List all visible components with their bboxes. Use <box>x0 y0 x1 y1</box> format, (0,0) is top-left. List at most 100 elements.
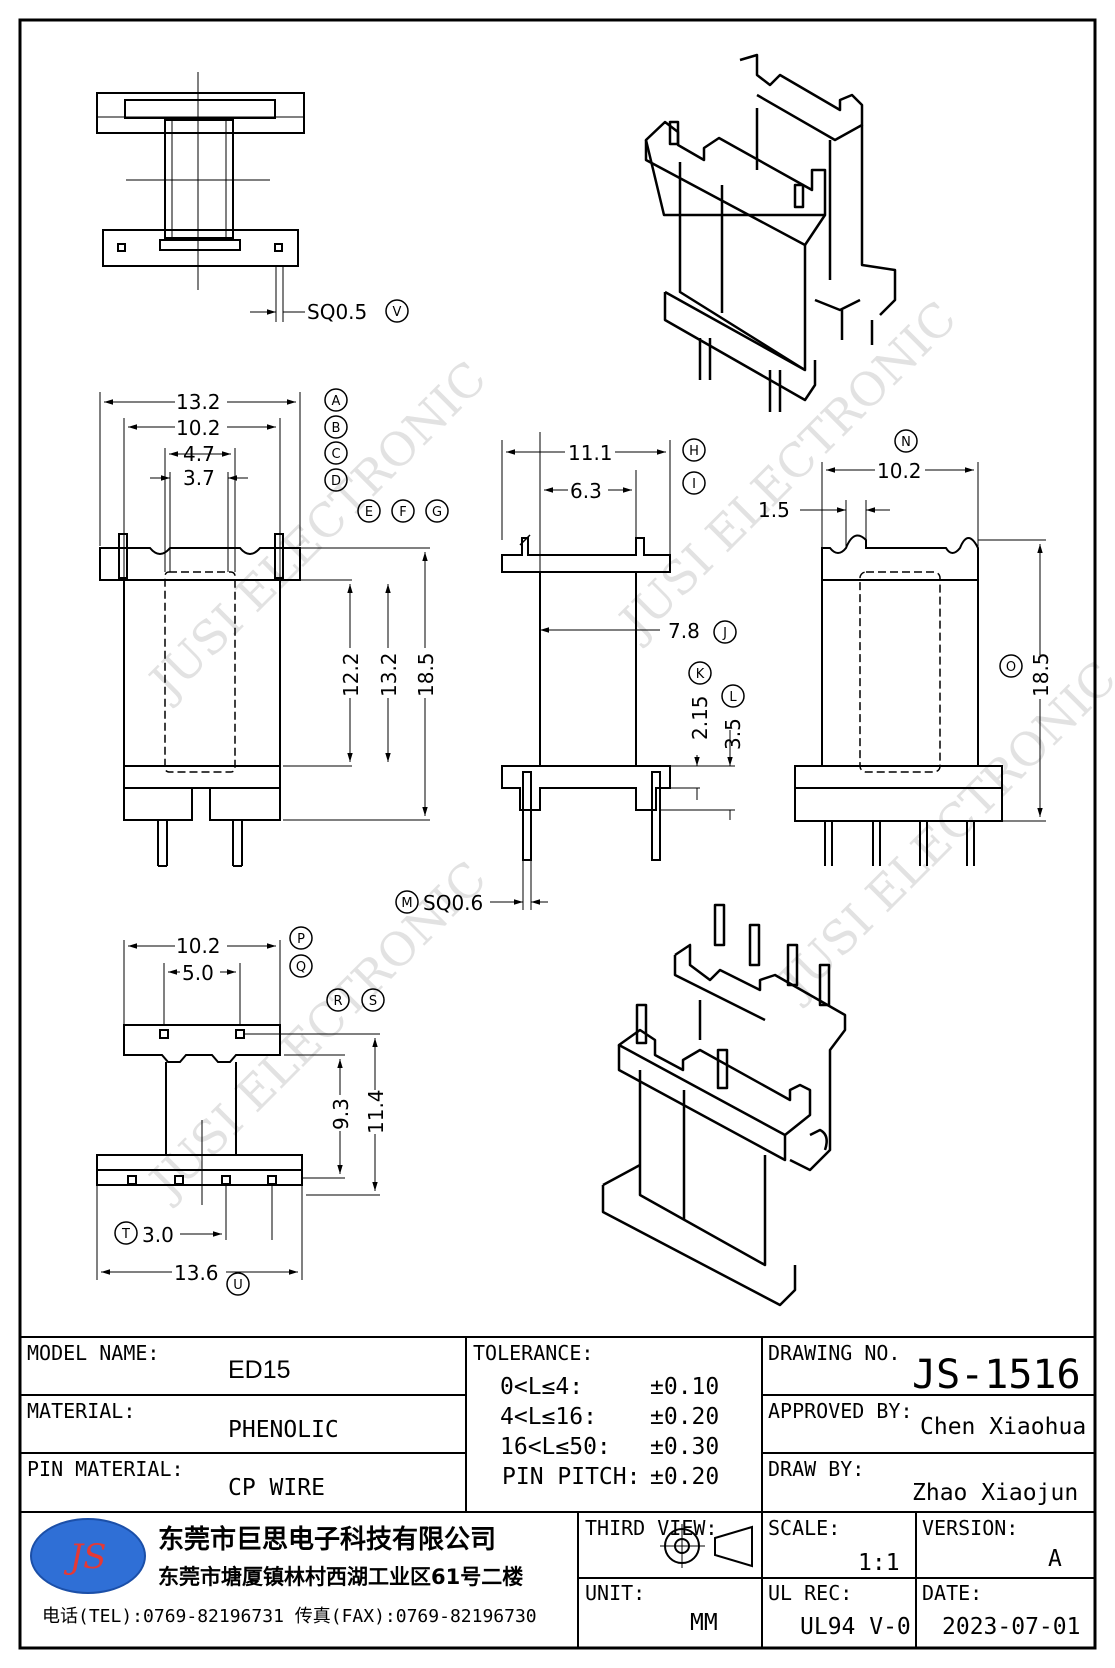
tag-label: P <box>297 932 305 947</box>
third-view-text: THIRD VIEW: <box>585 1516 717 1540</box>
top-view <box>96 72 305 322</box>
tag-label: E <box>365 505 373 520</box>
dim-side-flange: 2.15 <box>688 695 712 740</box>
tolerance-range: 4<L≤16: <box>500 1404 597 1430</box>
tag-label: H <box>689 444 699 459</box>
tag-label: O <box>1006 660 1016 675</box>
right-dimensions: 10.2 1.5 18.5 <box>758 459 1053 699</box>
sheet-border <box>18 18 1097 1650</box>
watermark-text: JUSI ELECTRONIC <box>767 651 1115 1011</box>
tolerance-value: ±0.20 <box>650 1464 719 1490</box>
material-value: PHENOLIC <box>228 1417 339 1443</box>
tolerance-range: 16<L≤50: <box>500 1434 611 1460</box>
tolerance-value: ±0.10 <box>650 1374 719 1400</box>
company-address: 东莞市塘厦镇林村西湖工业区61号二楼 <box>158 1565 523 1589</box>
ul-value: UL94 V-0 <box>800 1614 911 1640</box>
dim-front-width-core: 10.2 <box>176 416 221 440</box>
tag-label: A <box>332 394 341 409</box>
drawing-number: JS-1516 <box>912 1352 1081 1398</box>
scale-value: 1:1 <box>858 1550 900 1576</box>
tag-label: D <box>331 474 341 489</box>
company-logo: JS <box>30 1518 146 1594</box>
tag-label: L <box>729 690 737 705</box>
right-view <box>794 462 1046 866</box>
front-tags <box>324 388 449 523</box>
model-label: MODEL NAME: <box>27 1341 159 1365</box>
unit-label: UNIT: <box>585 1581 645 1605</box>
tolerance-value: ±0.20 <box>650 1404 719 1430</box>
date-value: 2023-07-01 <box>942 1614 1080 1640</box>
tag-label: U <box>233 1278 243 1293</box>
dim-sq-top: SQ0.5 <box>307 300 367 324</box>
scale-label: SCALE: <box>768 1516 840 1540</box>
tolerance-label: TOLERANCE: <box>473 1341 593 1365</box>
bottom-view <box>96 940 380 1280</box>
dim-front-height-window: 12.2 <box>339 652 363 697</box>
dim-side-core-depth: 7.8 <box>668 619 700 643</box>
tag-label: T <box>121 1227 130 1242</box>
tag-label: B <box>332 421 341 436</box>
tag-label: C <box>331 447 340 462</box>
version-label: VERSION: <box>922 1516 1018 1540</box>
tag-label: G <box>432 505 442 520</box>
tag-circle <box>385 299 409 323</box>
front-view <box>99 392 430 867</box>
front-dimensions: 13.2 10.2 4.7 3.7 12.2 13.2 18.5 <box>175 390 438 698</box>
dim-bottom-total: 13.6 <box>174 1261 219 1285</box>
company-name: 东莞市巨思电子科技有限公司 <box>158 1524 496 1555</box>
dim-front-height-total: 18.5 <box>414 652 438 697</box>
draw-by: Zhao Xiaojun <box>912 1480 1078 1506</box>
tolerance-range: 0<L≤4: <box>500 1374 583 1400</box>
dim-side-base: 3.5 <box>721 718 745 750</box>
tolerance-range: PIN PITCH: <box>502 1464 640 1490</box>
third-angle-projection-icon <box>660 1524 753 1568</box>
dim-front-width-center: 3.7 <box>183 466 215 490</box>
tag-label: S <box>369 994 377 1009</box>
dim-right-slot: 1.5 <box>758 498 790 522</box>
date-label: DATE: <box>922 1581 982 1605</box>
material-label: MATERIAL: <box>27 1399 135 1423</box>
tag-label: J <box>722 626 727 641</box>
side-dimensions: 11.1 6.3 7.8 2.15 3.5 SQ0.6 <box>423 441 745 915</box>
ul-label: UL REC: <box>768 1581 852 1605</box>
dim-side-width-inner: 6.3 <box>570 479 602 503</box>
dim-bottom-inner-height: 9.3 <box>329 1098 353 1130</box>
dim-bottom-width: 10.2 <box>176 934 221 958</box>
pin-material-label: PIN MATERIAL: <box>27 1457 184 1481</box>
iso-view-top <box>644 53 897 412</box>
pin-material-value: CP WIRE <box>228 1475 325 1501</box>
title-block <box>20 1336 1095 1648</box>
draw-label: DRAW BY: <box>768 1457 864 1481</box>
company-contact: 电话(TEL):0769-82196731 传真(FAX):0769-82196… <box>42 1606 537 1627</box>
bottom-dimensions: 10.2 5.0 9.3 11.4 3.0 13.6 <box>142 934 388 1285</box>
tag-label: I <box>692 477 696 492</box>
dim-front-width-outer: 13.2 <box>176 390 221 414</box>
version-value: A <box>1048 1546 1062 1572</box>
dim-front-width-slot: 4.7 <box>183 442 215 466</box>
tag-label: K <box>696 667 705 682</box>
approved-by: Chen Xiaohua <box>920 1414 1086 1440</box>
drawing-no-label: DRAWING NO. <box>768 1341 900 1365</box>
unit-value: MM <box>690 1610 718 1636</box>
dim-right-height: 18.5 <box>1029 652 1053 697</box>
dim-bottom-pitch: 3.0 <box>142 1223 174 1247</box>
dim-front-height-body: 13.2 <box>377 652 401 697</box>
iso-view-bottom <box>601 903 847 1307</box>
tag-label: F <box>399 505 406 520</box>
logo-text: JS <box>64 1537 107 1577</box>
tag-label: R <box>333 994 342 1009</box>
dim-sq-side: SQ0.6 <box>423 891 483 915</box>
tag-label: Q <box>296 960 306 975</box>
tag-label: M <box>401 896 412 911</box>
dim-bottom-core: 5.0 <box>182 961 214 985</box>
right-tags <box>894 429 1023 678</box>
dim-right-width: 10.2 <box>877 459 922 483</box>
tolerance-value: ±0.30 <box>650 1434 719 1460</box>
tag-label: V <box>393 305 402 320</box>
approved-label: APPROVED BY: <box>768 1399 913 1423</box>
tag-label: N <box>901 435 911 450</box>
model-value: ED15 <box>228 1356 291 1384</box>
dim-bottom-outer-height: 11.4 <box>364 1089 388 1134</box>
side-tags <box>395 438 745 914</box>
